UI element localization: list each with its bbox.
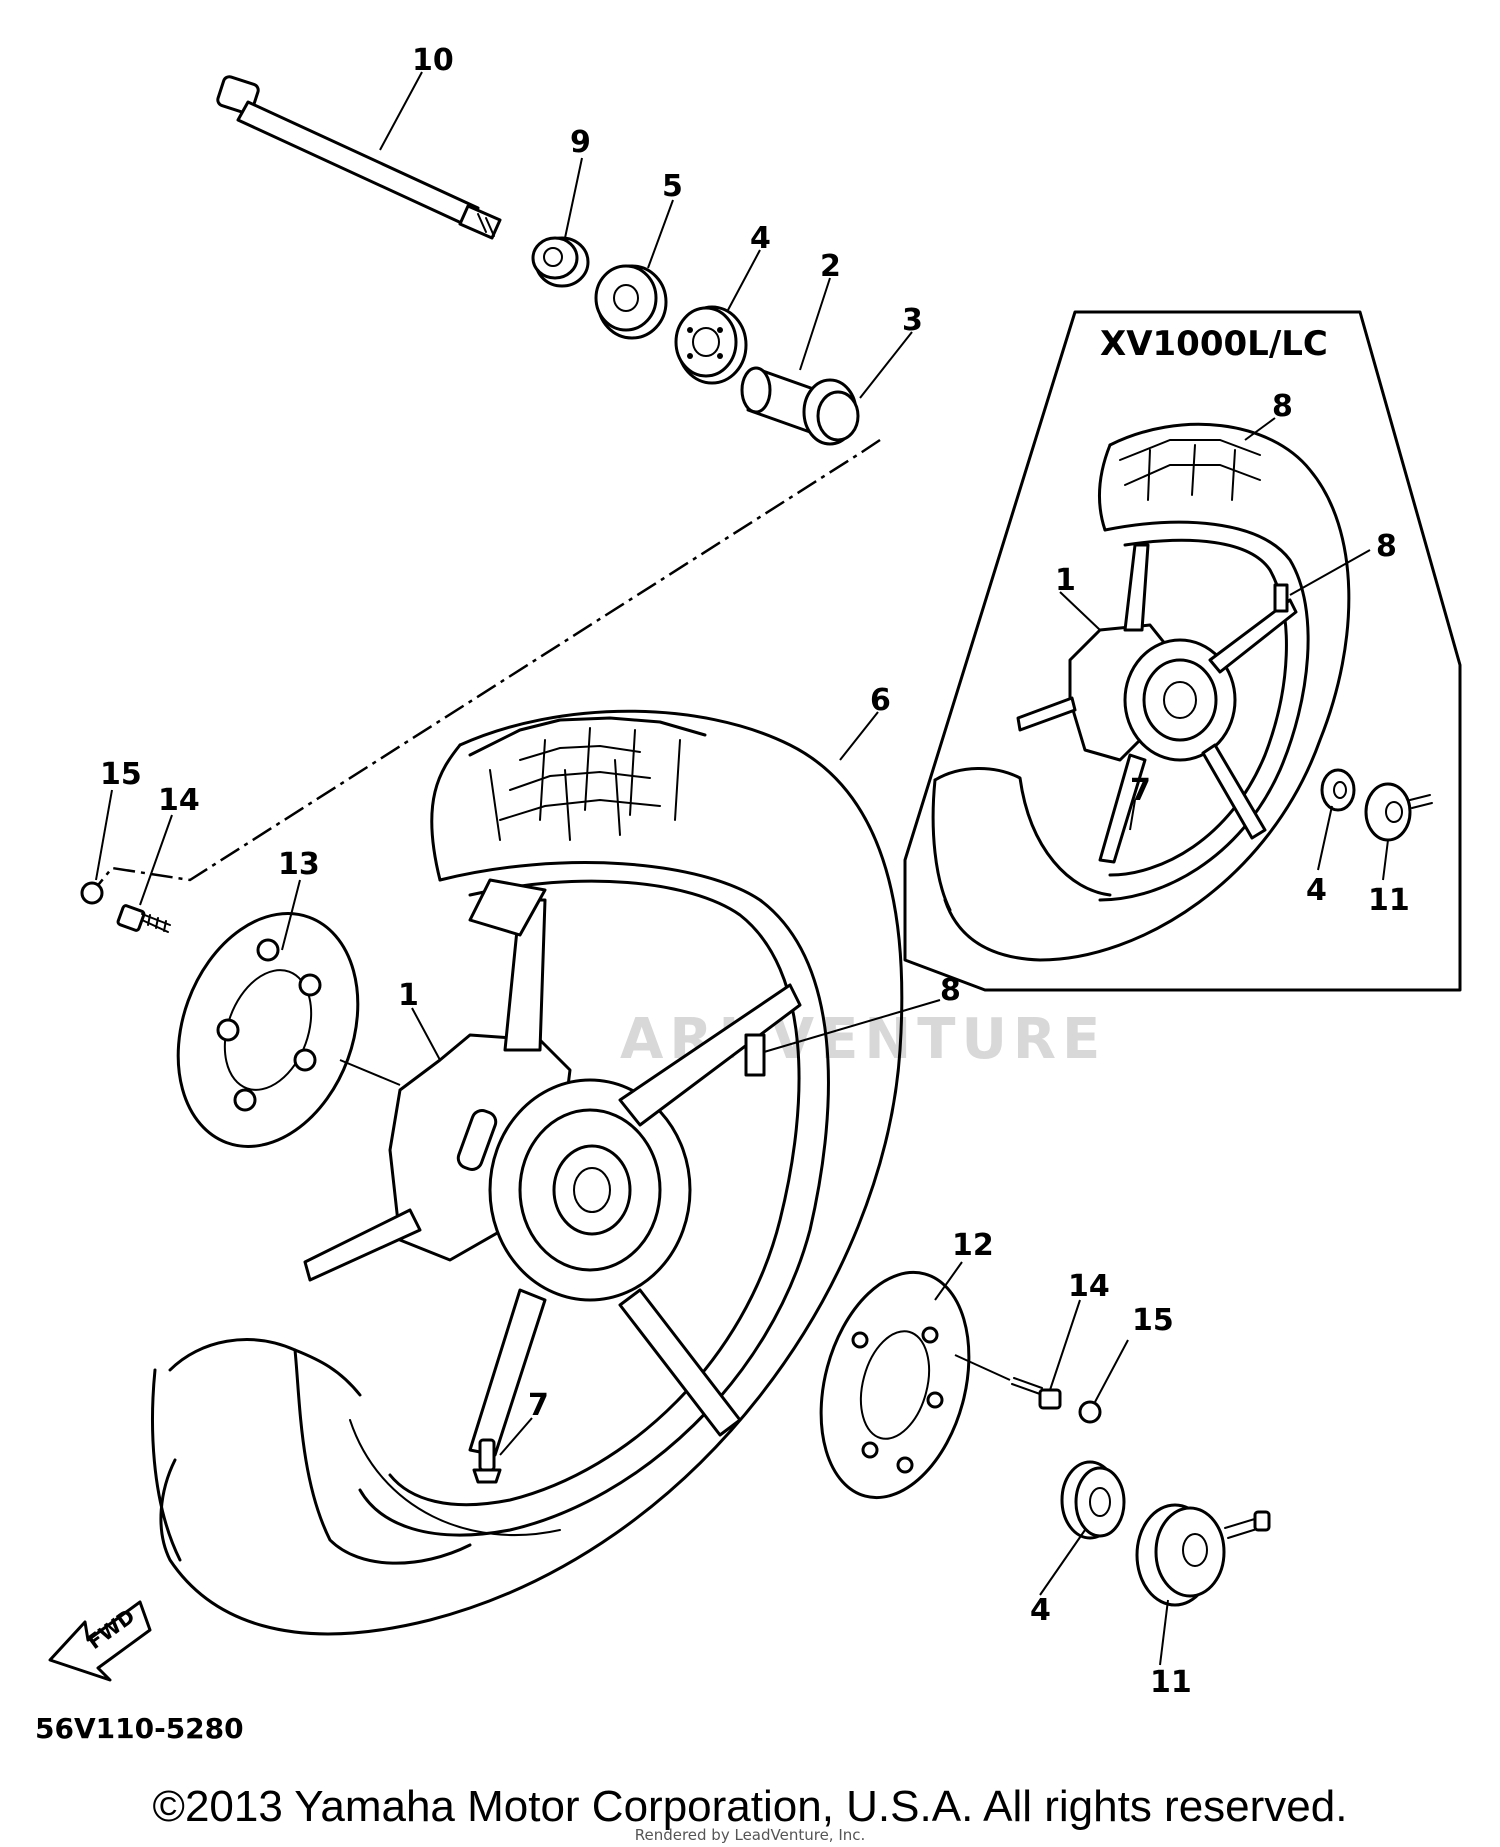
bearing-top-part (674, 305, 748, 385)
inset-frame (903, 310, 1462, 992)
valve-part (472, 1438, 502, 1484)
callout-12: 12 (952, 1228, 994, 1263)
callout-5: 5 (662, 169, 683, 204)
disc-bolt-leader (954, 1354, 1011, 1381)
forward-arrow-icon: FWD (48, 1600, 152, 1682)
callout-7-main: 7 (528, 1388, 549, 1423)
bearing-bottom-part (1060, 1460, 1126, 1540)
rendered-by-notice: Rendered by LeadVenture, Inc. (634, 1826, 866, 1844)
callout-1-main: 1 (398, 978, 419, 1013)
callout-9: 9 (570, 125, 591, 160)
inset-wheel (931, 422, 1351, 962)
nut-left (80, 881, 104, 905)
main-tire (151, 709, 904, 1636)
flange-collar-inset (1364, 782, 1433, 842)
callout-11-inset: 11 (1368, 883, 1410, 918)
nut-right (1078, 1400, 1102, 1424)
callout-7-inset: 7 (1130, 773, 1151, 808)
callout-4-top: 4 (750, 221, 771, 256)
oil-seal-part (594, 264, 668, 340)
callout-14-right: 14 (1068, 1269, 1110, 1304)
callout-10: 10 (412, 43, 454, 78)
main-hub (303, 878, 802, 1457)
callout-numbers: 10 9 5 4 2 3 6 8 1 7 15 14 13 12 14 15 4… (100, 43, 1410, 1700)
leader-lines (95, 71, 1389, 1666)
callout-11-bottom: 11 (1150, 1665, 1192, 1700)
flange-collar-bottom (1135, 1503, 1271, 1607)
balance-weight-inset (1273, 583, 1289, 613)
callout-8-inset-rim: 8 (1376, 529, 1397, 564)
left-brake-disc (176, 912, 360, 1148)
balance-weight-main (744, 1033, 766, 1077)
callout-6: 6 (870, 683, 891, 718)
inset-title: XV1000L/LC (1100, 324, 1328, 364)
diagram-code: 56V110-5280 (35, 1712, 244, 1745)
callout-8-inset-tire: 8 (1272, 389, 1293, 424)
callout-15-left: 15 (100, 757, 142, 792)
right-brake-disc (819, 1270, 971, 1500)
callout-1-inset: 1 (1055, 563, 1076, 598)
callout-15-right: 15 (1132, 1303, 1174, 1338)
callout-13: 13 (278, 847, 320, 882)
callout-14-left: 14 (158, 783, 200, 818)
callout-4-bottom: 4 (1030, 1593, 1051, 1628)
bearing-inset (1320, 768, 1356, 812)
callout-8-main: 8 (940, 973, 961, 1008)
collar-part (531, 236, 590, 288)
spacer-flange-part (740, 366, 860, 446)
copyright-notice: ©2013 Yamaha Motor Corporation, U.S.A. A… (152, 1782, 1348, 1831)
assembly-centerline (89, 438, 881, 896)
callout-2: 2 (820, 249, 841, 284)
callout-3: 3 (902, 303, 923, 338)
callout-4-inset: 4 (1306, 873, 1327, 908)
axle-part (216, 75, 502, 240)
bolt-left (116, 904, 171, 933)
